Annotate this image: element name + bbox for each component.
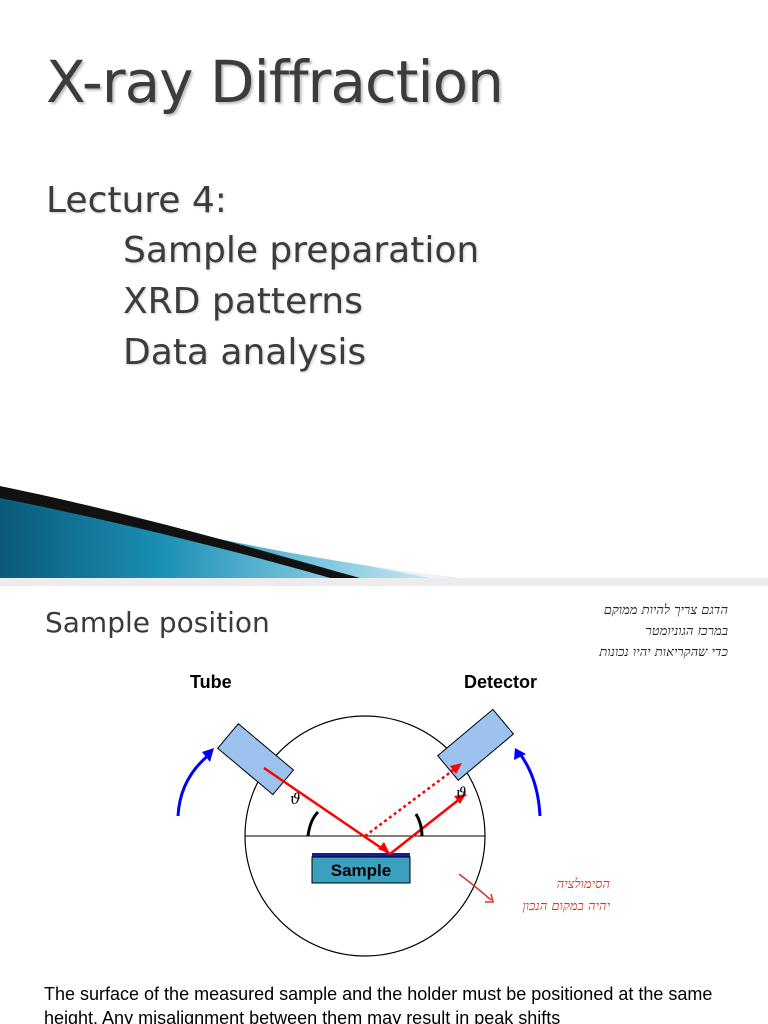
note-line: במרכז הגוניומטר	[645, 624, 728, 639]
theta-label: ϑ	[290, 790, 301, 808]
note-line: הסימולציה	[556, 877, 610, 892]
arrowhead-icon	[202, 748, 214, 762]
detector-icon	[437, 708, 515, 781]
tube-icon	[217, 723, 295, 796]
tube-label: Tube	[190, 672, 232, 692]
slide-divider	[0, 578, 768, 586]
body-paragraph: The surface of the measured sample and t…	[44, 984, 713, 1024]
topic-item: Data analysis	[123, 332, 367, 373]
theta-label: ϑ	[456, 784, 467, 802]
topic-item: Sample preparation	[123, 230, 480, 271]
lecture-label: Lecture 4:	[46, 180, 227, 221]
diffracted-beam	[389, 793, 467, 855]
content-slide: Sample position הדגם צריך להיות ממוקם במ…	[0, 586, 768, 1024]
rotation-arrow-left	[176, 752, 211, 817]
incident-beam	[263, 766, 391, 856]
rotation-arrow-right	[518, 753, 542, 817]
slide-title: X-ray Diffraction	[46, 48, 504, 116]
sample-box	[311, 856, 411, 884]
angle-arc	[414, 813, 424, 837]
dotted-beam	[364, 766, 457, 838]
decorative-swoosh	[0, 480, 460, 578]
sample-holder	[312, 853, 410, 857]
topic-item: XRD patterns	[123, 281, 363, 322]
arrowhead-icon	[514, 748, 526, 760]
angle-arc	[306, 810, 320, 837]
diffraction-diagram: Sample ϑ ϑ	[176, 708, 542, 957]
handwritten-note: הדגם צריך להיות ממוקם במרכז הגוניומטר כד…	[508, 600, 728, 663]
beam-arrowhead	[378, 842, 390, 854]
note-line: כדי שהקריאות יהיו נכונות	[599, 645, 728, 660]
sample-label: Sample	[331, 861, 391, 880]
beam-arrowhead	[454, 794, 466, 804]
title-slide: X-ray Diffraction Lecture 4: Sample prep…	[0, 48, 504, 578]
note-line: יהיה במקום הנכון	[522, 899, 610, 914]
section-title: Sample position	[45, 606, 270, 639]
handwritten-red-note: הסימולציה יהיה במקום הנכון	[440, 874, 610, 918]
detector-label: Detector	[464, 672, 538, 692]
annotation-arrow	[458, 873, 495, 903]
note-line: הדגם צריך להיות ממוקם	[603, 603, 728, 618]
dotted-arrowhead	[450, 763, 462, 774]
